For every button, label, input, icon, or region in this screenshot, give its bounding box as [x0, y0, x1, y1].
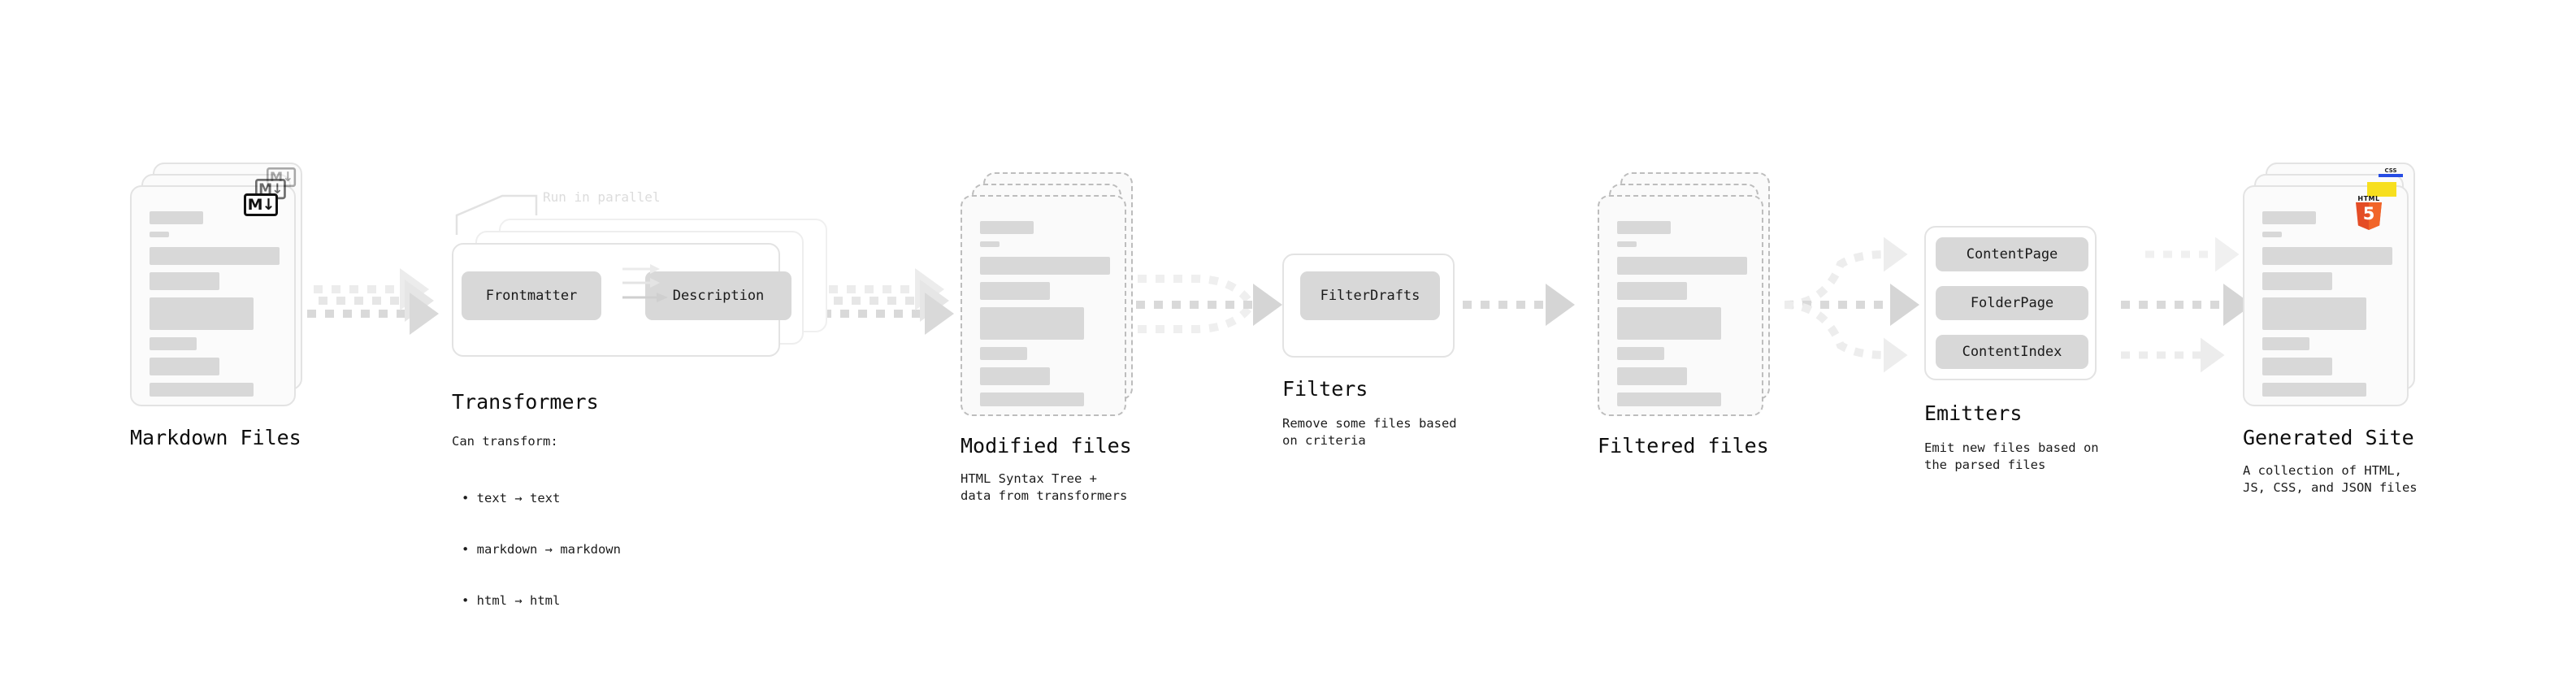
- generated-site-subtitle-line-0: A collection of HTML,: [2243, 463, 2402, 478]
- stage-title-modified-files: Modified files: [961, 434, 1132, 458]
- filter-pill-filterdrafts[interactable]: FilterDrafts: [1300, 271, 1440, 320]
- emitters-subtitle-line-1: the parsed files: [1924, 458, 2046, 472]
- stage-title-emitters: Emitters: [1924, 401, 2023, 425]
- filters-subtitle-line-0: Remove some files based: [1282, 416, 1457, 431]
- connector-filtered-to-emitters: [1784, 236, 1919, 373]
- html5-badge-shield: 5: [2356, 202, 2382, 230]
- stage-title-filters: Filters: [1282, 377, 1368, 401]
- css3-badge-bar: [2379, 174, 2403, 177]
- doc-skeleton: [150, 211, 280, 397]
- emitter-pill-contentindex[interactable]: ContentIndex: [1936, 335, 2088, 369]
- transformer-pill-description[interactable]: Description: [645, 271, 791, 320]
- css3-badge: CSS: [2379, 166, 2403, 177]
- transformers-bullet-1: • markdown → markdown: [462, 542, 621, 557]
- stage-title-filtered-files: Filtered files: [1598, 434, 1769, 458]
- transformers-bullet-0: • text → text: [462, 491, 561, 505]
- filters-subtitle-line-1: on criteria: [1282, 433, 1366, 448]
- doc-sheet-front: [130, 185, 296, 406]
- stage-markdown-files: M↓ M↓ M↓ Markdown Files: [130, 163, 302, 449]
- filters-box: FilterDrafts: [1282, 254, 1455, 358]
- connector-transformers-to-modified: [822, 268, 954, 335]
- javascript-badge: [2367, 182, 2396, 197]
- stage-title-transformers: Transformers: [452, 390, 599, 414]
- markdown-badge: M↓: [244, 193, 278, 216]
- filtered-file-stack: [1598, 172, 1770, 416]
- stage-filtered-files: Filtered files: [1598, 172, 1770, 458]
- transformer-box-front: Frontmatter Description: [452, 243, 791, 357]
- css3-badge-label: CSS: [2384, 167, 2397, 174]
- modified-files-subtitle-line-0: HTML Syntax Tree +: [961, 471, 1097, 486]
- html5-badge-word: HTML: [2357, 195, 2380, 202]
- html5-badge: HTML 5: [2353, 195, 2384, 231]
- run-in-parallel-label: Run in parallel: [543, 189, 661, 205]
- connector-markdown-to-transformers: [307, 268, 439, 335]
- stage-generated-site: CSS HTML 5 Generated Site A collection o…: [2243, 163, 2418, 497]
- transformers-bullet-2: • html → html: [462, 593, 561, 608]
- doc-skeleton: [2262, 211, 2392, 397]
- stage-title-generated-site: Generated Site: [2243, 426, 2414, 449]
- doc-sheet-front: [1598, 195, 1763, 416]
- doc-sheet-front: [961, 195, 1126, 416]
- modified-files-subtitle-line-1: data from transformers: [961, 488, 1128, 503]
- transformer-pill-frontmatter[interactable]: Frontmatter: [462, 271, 601, 320]
- connector-emitters-to-site: [2121, 236, 2253, 373]
- connector-modified-to-filters: [1136, 275, 1282, 333]
- html5-badge-number: 5: [2362, 204, 2375, 223]
- transformers-subtitle-intro: Can transform:: [452, 434, 558, 449]
- emitters-subtitle-line-0: Emit new files based on: [1924, 440, 2099, 455]
- doc-skeleton: [1617, 221, 1747, 406]
- stage-filters: FilterDrafts Filters Remove some files b…: [1282, 254, 1461, 449]
- generated-site-subtitle-line-1: JS, CSS, and JSON files: [2243, 480, 2418, 495]
- emitters-box: ContentPage FolderPage ContentIndex: [1924, 226, 2097, 380]
- emitter-pill-folderpage[interactable]: FolderPage: [1936, 286, 2088, 320]
- stage-modified-files: Modified files HTML Syntax Tree + data f…: [961, 172, 1133, 505]
- emitter-pill-contentpage[interactable]: ContentPage: [1936, 237, 2088, 271]
- generated-site-stack: CSS HTML 5: [2243, 163, 2415, 406]
- stage-emitters: ContentPage FolderPage ContentIndex Emit…: [1924, 226, 2119, 474]
- run-in-parallel-bracket: [455, 194, 538, 235]
- doc-sheet-front: [2243, 185, 2409, 406]
- stage-title-markdown-files: Markdown Files: [130, 426, 301, 449]
- modified-file-stack: [961, 172, 1133, 416]
- markdown-file-stack: M↓ M↓ M↓: [130, 163, 302, 406]
- connector-filters-to-filtered: [1463, 284, 1575, 326]
- transformers-bullets: • text → text • markdown → markdown • ht…: [462, 456, 621, 644]
- transformer-inner-arrows: [622, 264, 668, 302]
- doc-skeleton: [980, 221, 1110, 406]
